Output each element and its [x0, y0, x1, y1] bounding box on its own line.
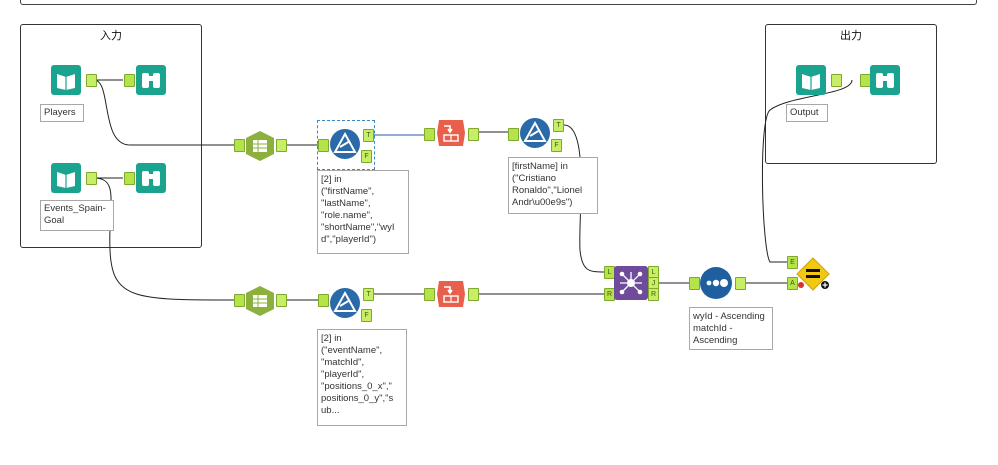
filter2-false-anchor[interactable]: F [361, 309, 372, 322]
players-output-anchor[interactable] [86, 74, 97, 87]
filter-tool-2[interactable] [329, 287, 360, 318]
join-tool[interactable] [614, 266, 648, 300]
book-icon [796, 65, 826, 95]
wire-players-transpose1 [93, 79, 236, 146]
filter1-false-anchor[interactable]: F [361, 150, 372, 163]
filter1-selection [317, 120, 375, 170]
filter-triangle-icon [520, 118, 550, 148]
browse1-input-anchor[interactable] [124, 74, 135, 87]
filter-triangle-icon [330, 288, 360, 318]
transpose-hexagon-icon [246, 286, 274, 316]
crosstab-icon [437, 120, 465, 146]
output-container[interactable]: 出力 [765, 24, 937, 164]
browse-tool-2[interactable] [136, 163, 166, 193]
wire-events-transpose2 [93, 177, 237, 301]
annotation-filter1: [2] in ("firstName", "lastName", "role.n… [317, 170, 409, 254]
crosstab1-input-anchor[interactable] [424, 128, 435, 141]
filter3-input-anchor[interactable] [508, 128, 519, 141]
crosstab-icon [437, 281, 465, 307]
wire-output-append [761, 79, 853, 263]
crosstab-tool-1[interactable] [435, 117, 465, 147]
annotation-sort: wyId - Ascending matchId - Ascending [689, 307, 773, 350]
sort-input-anchor[interactable] [689, 277, 700, 290]
input-container-title: 入力 [100, 30, 122, 42]
join-right-output-anchor[interactable]: R [648, 288, 659, 301]
filter2-true-anchor[interactable]: T [363, 288, 374, 301]
browse-tool-1[interactable] [136, 65, 166, 95]
top-container-edge [20, 0, 977, 5]
filter3-true-anchor[interactable]: T [553, 119, 564, 132]
input-tool-output[interactable] [796, 65, 826, 95]
annotation-filter3: [firstName] in ("Cristiano Ronaldo","Lio… [508, 157, 598, 214]
binoculars-icon [136, 65, 166, 95]
filter2-input-anchor[interactable] [318, 294, 329, 307]
annotation-players: Players [40, 104, 84, 122]
filter1-input-anchor[interactable] [318, 139, 329, 152]
sort-tool[interactable] [699, 266, 733, 300]
crosstab1-output-anchor[interactable] [468, 128, 479, 141]
join-network-icon [614, 266, 648, 300]
crosstab-tool-2[interactable] [435, 278, 465, 308]
browse-tool-3[interactable] [870, 65, 900, 95]
append-target-anchor[interactable]: E [787, 256, 798, 269]
binoculars-icon [870, 65, 900, 95]
transpose2-output-anchor[interactable] [276, 294, 287, 307]
output-input-anchor-out[interactable] [831, 74, 842, 87]
wire-filter3-join [563, 124, 606, 273]
filter-tool-3[interactable] [519, 117, 550, 148]
binoculars-icon [136, 163, 166, 193]
crosstab2-input-anchor[interactable] [424, 288, 435, 301]
filter-triangle-icon [330, 129, 360, 159]
output-container-title: 出力 [840, 30, 862, 42]
transpose-tool-1[interactable] [244, 130, 274, 161]
book-icon [51, 163, 81, 193]
transpose2-input-anchor[interactable] [234, 294, 245, 307]
annotation-filter2: [2] in ("eventName", "matchId", "playerI… [317, 329, 407, 426]
browse2-input-anchor[interactable] [124, 172, 135, 185]
sort-output-anchor[interactable] [735, 277, 746, 290]
filter3-false-anchor[interactable]: F [551, 139, 562, 152]
events-output-anchor[interactable] [86, 172, 97, 185]
filter-tool-1[interactable] [329, 128, 360, 159]
sort-dots-icon [700, 267, 732, 299]
annotation-events: Events_Spain- Goal [40, 200, 114, 231]
append-tool[interactable] [795, 256, 831, 292]
crosstab2-output-anchor[interactable] [468, 288, 479, 301]
transpose1-output-anchor[interactable] [276, 139, 287, 152]
book-icon [51, 65, 81, 95]
transpose1-input-anchor[interactable] [234, 139, 245, 152]
input-tool-events[interactable] [51, 163, 81, 193]
annotation-output: Output [786, 104, 828, 122]
transpose-tool-2[interactable] [244, 285, 274, 316]
transpose-hexagon-icon [246, 131, 274, 161]
filter1-true-anchor[interactable]: T [363, 129, 374, 142]
input-tool-players[interactable] [51, 65, 81, 95]
append-fields-icon [796, 257, 830, 291]
append-source-anchor[interactable]: A [787, 277, 798, 290]
